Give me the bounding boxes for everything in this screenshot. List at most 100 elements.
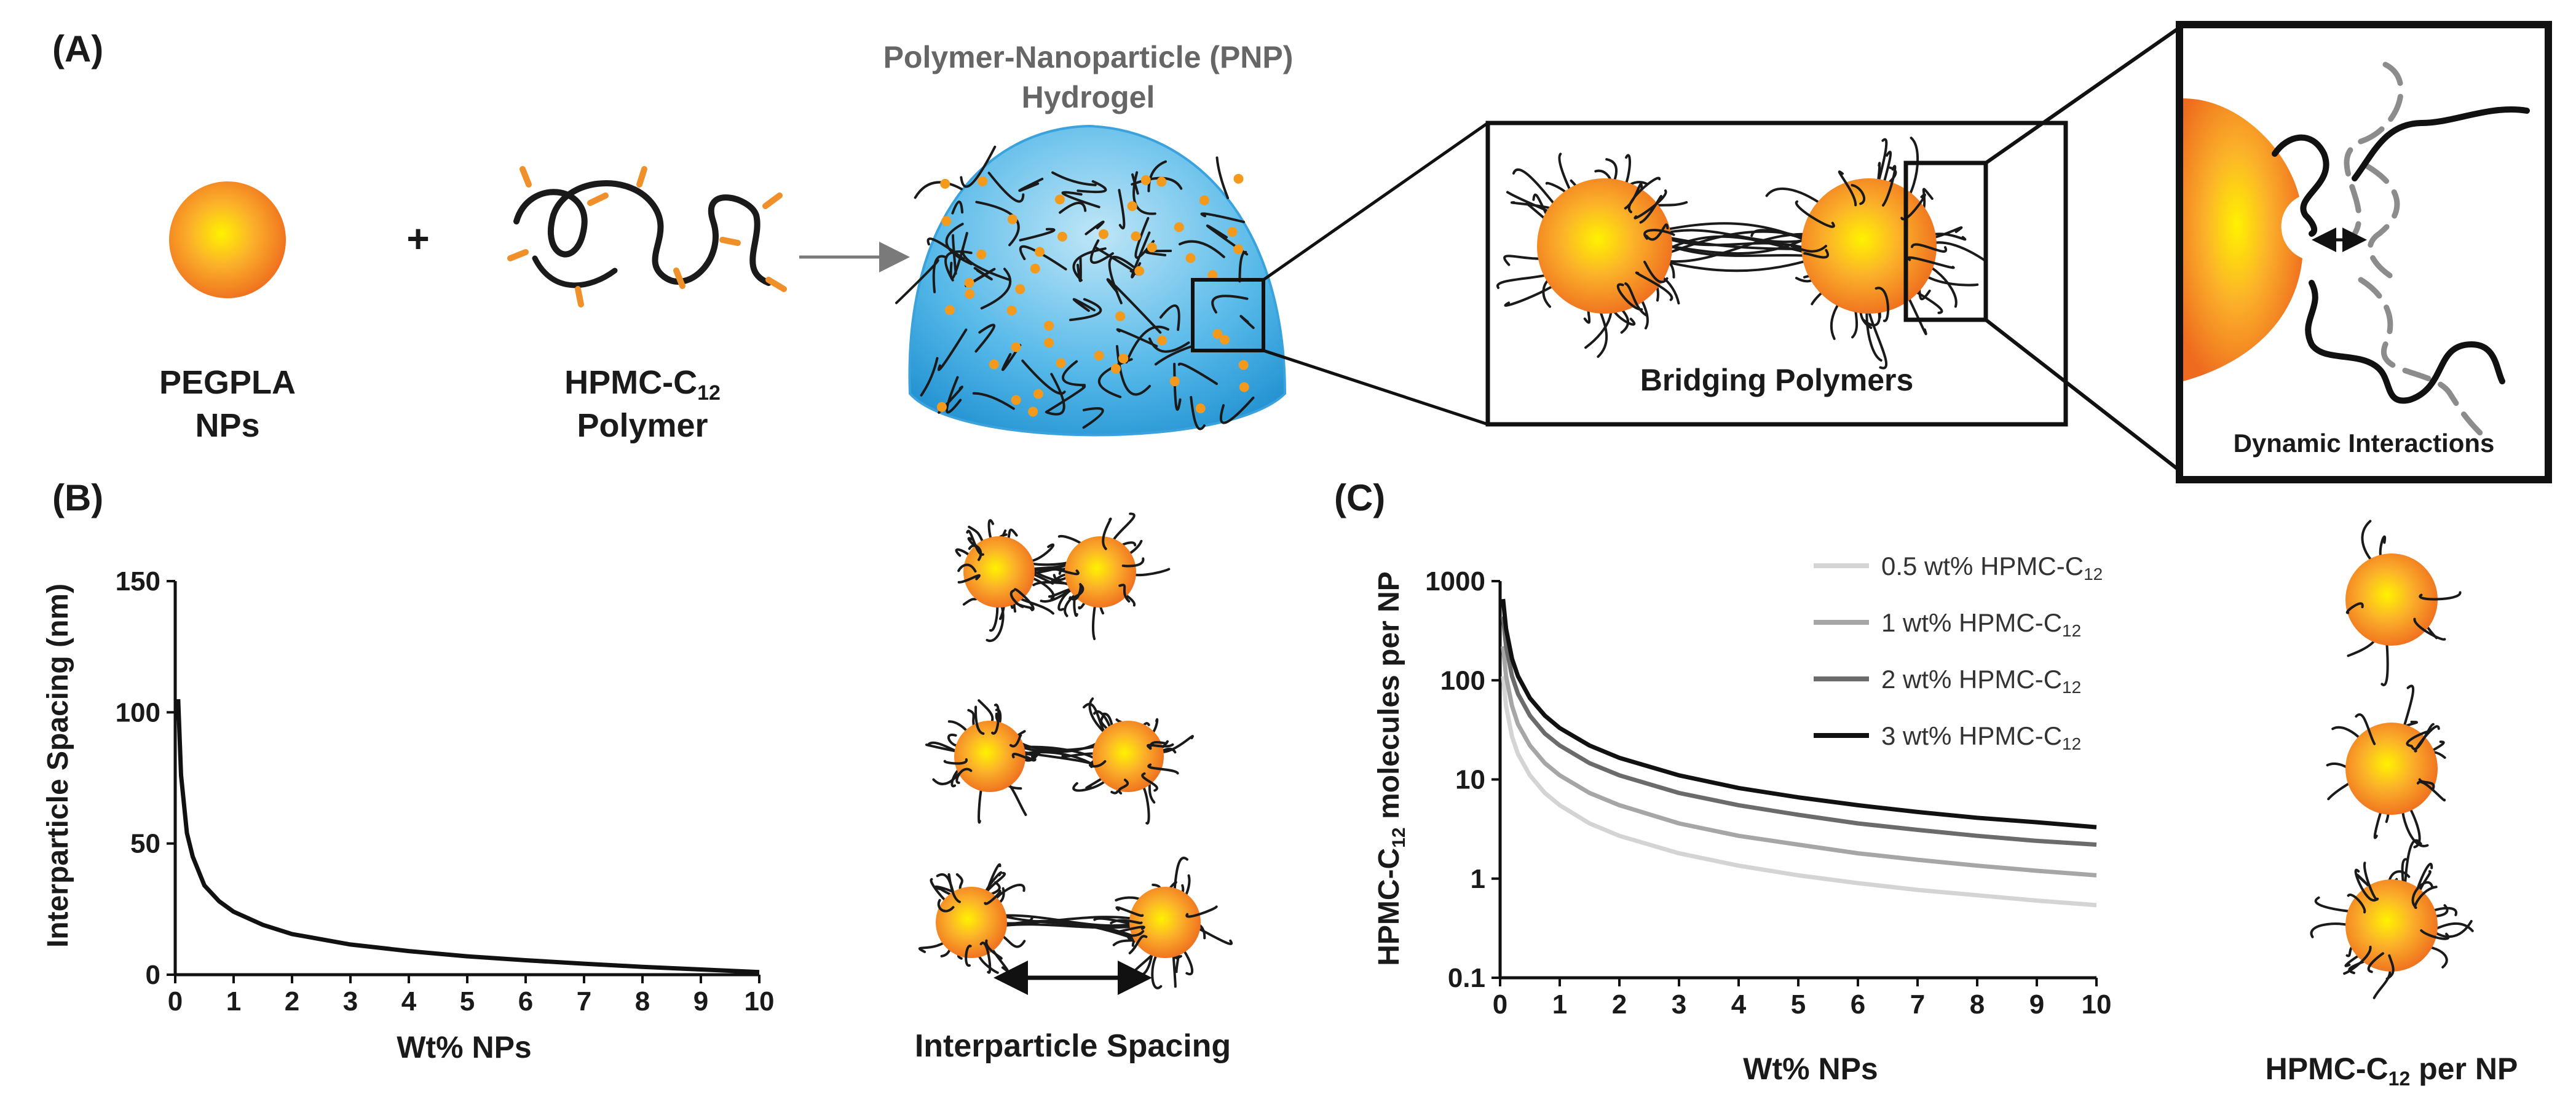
chart-b-xlabel: Wt% NPs [397, 1030, 531, 1064]
gel-crosslink-dot [1030, 263, 1040, 274]
gel-polymer-strand [1220, 396, 1255, 424]
polymer-chain [1627, 176, 1661, 213]
gel-crosslink-dot [1207, 270, 1218, 280]
polymer-caption-line2: Polymer [577, 407, 708, 444]
np-caption-line1: PEGPLA [159, 364, 296, 401]
pegpla-nanoparticle-icon [169, 181, 286, 298]
bridging-polymers-label: Bridging Polymers [1640, 363, 1914, 397]
gel-crosslink-dot [1115, 311, 1126, 322]
gel-crosslink-dot [1131, 231, 1141, 242]
polymer-chain [1141, 772, 1158, 792]
polymer-chain [1014, 588, 1035, 611]
gel-crosslink-dot [1033, 389, 1043, 399]
gel-polymer-strand [1177, 362, 1219, 386]
x-tick-label: 10 [2082, 989, 2112, 1020]
polymer-chain [947, 873, 961, 903]
polymer-chain [1639, 195, 1662, 224]
gel-polymer-strand [1147, 160, 1167, 192]
gel-crosslink-dot [936, 402, 947, 412]
gel-polymer-strand [1159, 304, 1180, 331]
gel-polymer-strand [965, 268, 996, 287]
polymer-chain [1009, 734, 1022, 748]
spacing-pair [955, 512, 1171, 643]
hydrogel-title-line2: Hydrogel [1022, 80, 1155, 114]
polymer-chain [991, 704, 1000, 735]
gel-crosslink-dot [989, 359, 999, 370]
gel-polymer-strand [1082, 407, 1104, 429]
polymer-chain [1624, 282, 1648, 317]
gel-polymer-strand [1097, 358, 1133, 398]
zoom-line-1b [1263, 349, 1488, 426]
gel-polymer-strand [961, 246, 1010, 281]
gel-polymer-strand [1116, 328, 1158, 347]
per-np-icon [2345, 723, 2438, 815]
gel-polymer-strand [952, 234, 957, 275]
gel-crosslink-dot [1028, 406, 1038, 417]
x-tick-label: 1 [1552, 989, 1567, 1020]
polymer-chain [1089, 760, 1107, 768]
gel-polymer-strand [1211, 295, 1249, 314]
gel-polymer-strand [1019, 228, 1056, 242]
bridging-chain [1646, 232, 1827, 263]
gel-polymer-strand [1018, 178, 1044, 192]
polymer-chain [984, 889, 1002, 905]
chart-c-ylabel: HPMC-C12 molecules per NP [1373, 571, 1409, 966]
x-tick-label: 0 [168, 986, 183, 1017]
gel-polymer-strand [1106, 278, 1162, 334]
series-line [1501, 676, 2097, 908]
polymer-chain [1881, 165, 1897, 207]
x-tick-label: 9 [693, 986, 708, 1017]
gel-crosslink-dot [1011, 395, 1021, 405]
polymer-chain [1122, 557, 1145, 568]
polymer-chain [1127, 930, 1145, 941]
x-tick-label: 5 [1791, 989, 1806, 1020]
gel-polymer-strand [1115, 345, 1151, 396]
spacing-pair [925, 697, 1194, 825]
gel-polymer-strand [1239, 315, 1255, 330]
per-np-caption: HPMC-C12 per NP [2266, 1052, 2518, 1090]
polymer-chain [1011, 753, 1037, 762]
polymer-chain [1147, 743, 1174, 750]
gel-polymer-strand [1077, 180, 1107, 194]
legend-label: 1 wt% HPMC-C12 [1881, 608, 2081, 640]
legend-label: 0.5 wt% HPMC-C12 [1881, 552, 2103, 584]
zoom-box-2 [1903, 161, 1988, 322]
y-tick-label: 1 [1471, 864, 1485, 894]
y-tick-label: 50 [130, 829, 160, 859]
gel-crosslink-dot [940, 178, 950, 189]
gel-crosslink-dot [964, 278, 974, 288]
gel-crosslink-dot [944, 305, 955, 315]
x-tick-label: 8 [1970, 989, 1985, 1020]
polymer-chain [1645, 223, 1669, 241]
polymer-chain [2345, 602, 2364, 614]
gel-crosslink-dot [1157, 335, 1167, 346]
hpmc-polymer-icon [507, 166, 787, 307]
panel-b-label: (B) [52, 477, 103, 518]
dynamic-interactions-label: Dynamic Interactions [2234, 429, 2495, 458]
polymer-chain [2411, 723, 2435, 750]
gel-polymer-strand [972, 392, 1015, 410]
gel-crosslink-dot [1195, 403, 1206, 414]
gel-polymer-strand [1085, 220, 1105, 236]
spacing-illustrations [918, 512, 1233, 989]
gel-polymer-strand [1072, 247, 1107, 282]
gel-polymer-strand [1200, 212, 1246, 223]
polymer-chain [1635, 271, 1673, 301]
per-np-item [2345, 520, 2462, 686]
gel-polymer-strand [1148, 337, 1190, 353]
zoom-box-1 [1191, 278, 1265, 352]
gel-polymer-strand [974, 323, 996, 353]
x-tick-label: 4 [401, 986, 417, 1017]
per-np-item [2310, 839, 2474, 999]
gel-polymer-strand [987, 172, 1025, 203]
x-tick-label: 3 [1672, 989, 1686, 1020]
polymer-chain [2343, 945, 2372, 975]
per-np-illustrations [2310, 520, 2474, 999]
zoom-line-2a [1985, 26, 2181, 165]
x-tick-label: 3 [343, 986, 358, 1017]
spacing-np-icon [936, 887, 1007, 958]
polymer-chain [1118, 779, 1129, 795]
gel-polymer-strand [1045, 385, 1086, 413]
legend-label: 3 wt% HPMC-C12 [1881, 721, 2081, 753]
